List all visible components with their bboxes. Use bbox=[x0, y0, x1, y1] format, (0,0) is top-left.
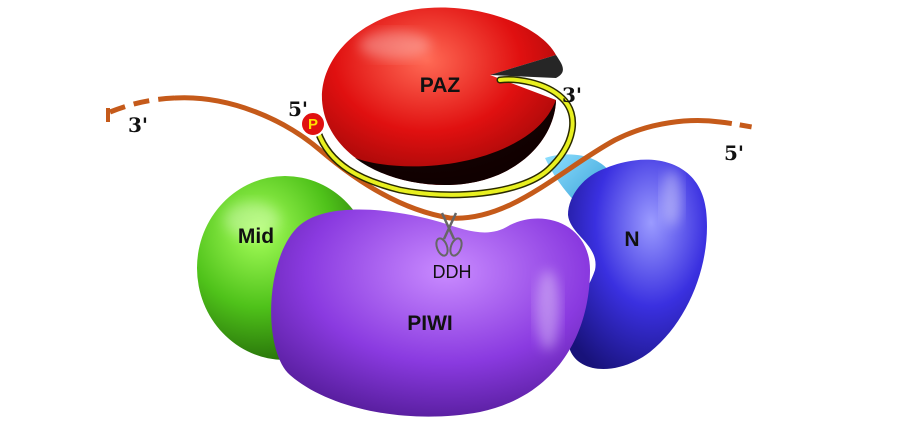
phosphate-label: P bbox=[308, 116, 318, 133]
phosphate-marker: P bbox=[300, 111, 326, 137]
target-strand-dashed-5prime bbox=[719, 119, 753, 130]
piwi-label: PIWI bbox=[407, 312, 453, 335]
n-domain: N bbox=[567, 159, 707, 370]
target-3prime-label: 3' bbox=[128, 113, 148, 137]
guide-3prime-label: 3' bbox=[562, 83, 582, 107]
piwi-domain: PIWI DDH bbox=[271, 209, 590, 417]
guide-5prime-label: 5' bbox=[288, 97, 308, 121]
target-strand-dashed-3prime bbox=[109, 95, 176, 115]
target-5prime-label: 5' bbox=[724, 141, 744, 165]
scissors-icon bbox=[435, 212, 463, 257]
paz-domain: PAZ bbox=[321, 7, 563, 186]
target-strand bbox=[172, 95, 723, 221]
ddh-label: DDH bbox=[433, 262, 472, 282]
n-label: N bbox=[624, 228, 639, 251]
guide-strand-core bbox=[316, 77, 575, 197]
paz-label: PAZ bbox=[420, 74, 461, 97]
mid-label: Mid bbox=[238, 225, 274, 248]
